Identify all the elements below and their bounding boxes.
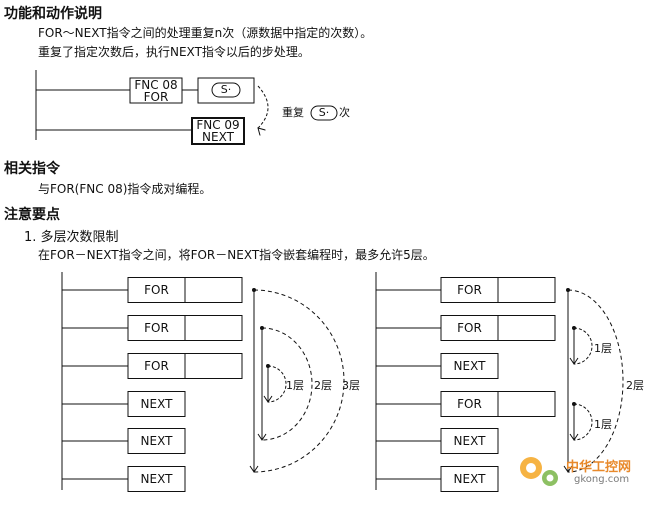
fnc09-label: FNC 09 NEXT [192, 119, 244, 143]
right-level2-label: 2层 [626, 379, 644, 392]
left-instruction-box-5 [127, 428, 186, 454]
repeat-suffix: 次 [339, 106, 350, 119]
function-description-line1: FOR～NEXT指令之间的处理重复n次（源数据中指定的次数）。 [38, 26, 373, 40]
left-instruction-label-2: FOR [144, 321, 169, 335]
fnc08-name: FOR [143, 90, 169, 104]
right-level2-arc [567, 289, 624, 473]
section-title-notes: 注意要点 [4, 207, 60, 223]
left-instruction-label-4: NEXT [140, 397, 173, 411]
right-instruction-box-2 [440, 315, 499, 341]
left-instruction-label-3: FOR [144, 359, 169, 373]
left-level2-label: 2层 [314, 379, 332, 392]
repeat-prefix: 重复 [282, 106, 304, 119]
level2-arc [261, 327, 313, 441]
fnc09-name: NEXT [202, 130, 234, 144]
right-operand-box-4 [497, 391, 556, 417]
left-instruction-label-6: NEXT [140, 472, 173, 486]
fnc08-code: FNC 08 [134, 78, 178, 92]
fnc09-next-box [191, 117, 245, 145]
right-level1-lower-label: 1层 [594, 418, 612, 431]
left-nested-ladder [61, 272, 345, 492]
watermark-url: gkong.com [574, 474, 630, 485]
right-instruction-box-3 [440, 353, 499, 379]
note-item-1-description: 在FOR－NEXT指令之间，将FOR－NEXT指令嵌套编程时，最多允许5层。 [38, 248, 435, 262]
right-instruction-label-6: NEXT [453, 472, 486, 486]
right-instruction-label-2: FOR [457, 321, 482, 335]
right-instruction-label-5: NEXT [453, 434, 486, 448]
source-operand-text: S· [220, 83, 232, 96]
left-operand-box-3 [184, 353, 243, 379]
right-nested-ladder [375, 272, 624, 492]
right-instruction-box-4 [440, 391, 499, 417]
fnc08-label: FNC 08 FOR [130, 79, 182, 103]
right-instruction-box-6 [440, 466, 499, 492]
left-operand-box-1 [184, 277, 243, 303]
repeat-source-symbol [310, 105, 338, 121]
right-instruction-label-1: FOR [457, 283, 482, 297]
right-level1-upper-label: 1层 [594, 342, 612, 355]
fnc08-for-box [129, 77, 183, 104]
right-instruction-box-1 [440, 277, 499, 303]
level1-arc [267, 365, 287, 403]
right-instruction-box-5 [440, 428, 499, 454]
right-operand-box-1 [497, 277, 556, 303]
left-level1-label: 1层 [286, 379, 304, 392]
repeat-loop-arrow [258, 85, 269, 128]
left-instruction-box-6 [127, 466, 186, 492]
watermark-logo [520, 457, 558, 486]
left-level3-label: 3层 [342, 379, 360, 392]
right-level1-lower-arc [573, 403, 593, 441]
right-instruction-label-3: NEXT [453, 359, 486, 373]
repeat-source-text: S· [318, 106, 330, 119]
section-title-function: 功能和动作说明 [4, 6, 102, 22]
right-operand-box-2 [497, 315, 556, 341]
note-item-1-title: 1. 多层次数限制 [24, 230, 119, 245]
left-instruction-box-4 [127, 391, 186, 417]
left-instruction-box-3 [127, 353, 186, 379]
right-level1-upper-arc [573, 327, 593, 365]
section-title-related: 相关指令 [4, 161, 60, 177]
left-instruction-label-5: NEXT [140, 434, 173, 448]
left-instruction-box-2 [127, 315, 186, 341]
fnc09-code: FNC 09 [196, 118, 240, 132]
source-operand-symbol [211, 82, 241, 98]
left-operand-box-2 [184, 315, 243, 341]
right-instruction-label-4: FOR [457, 397, 482, 411]
level3-arc [253, 289, 345, 473]
related-description: 与FOR(FNC 08)指令成对编程。 [38, 182, 212, 196]
function-description-line2: 重复了指定次数后，执行NEXT指令以后的步处理。 [38, 45, 310, 59]
top-ladder [35, 70, 338, 145]
left-instruction-label-1: FOR [144, 283, 169, 297]
watermark-name: 中华工控网 [566, 460, 632, 475]
